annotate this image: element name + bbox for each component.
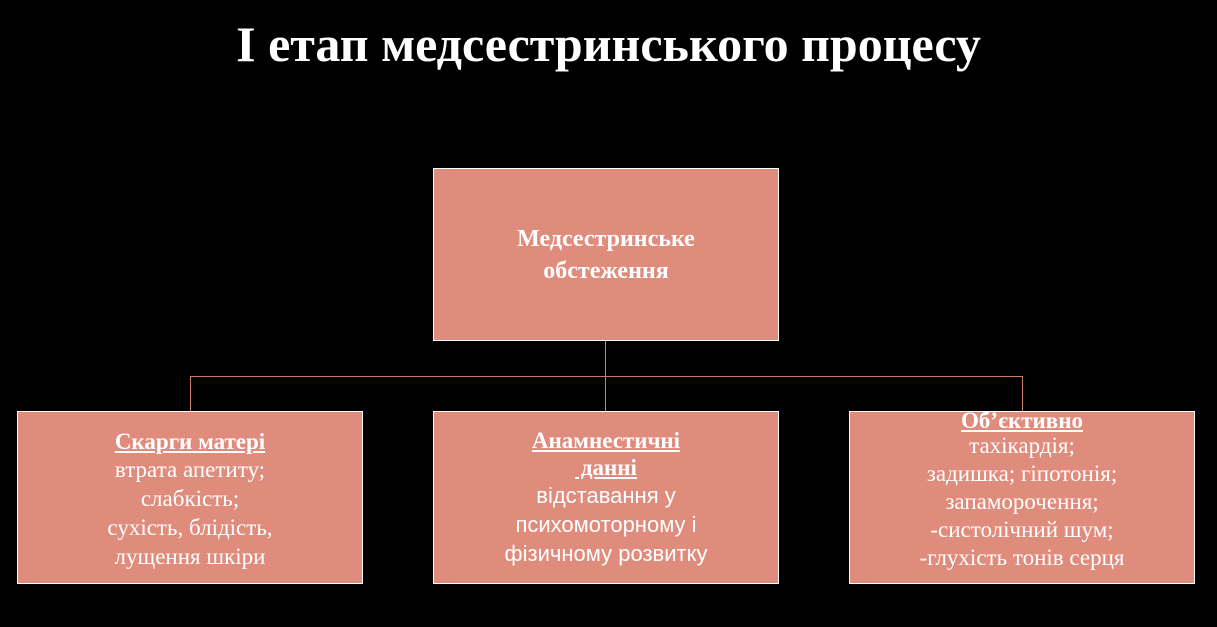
child-node-mother-complaints: Скарги матері втрата апетиту; слабкість;… <box>17 411 363 584</box>
node-heading: Анамнестичні <box>531 428 681 453</box>
child-node-anamnesis-data: Анамнестичні данні відставання у психомо… <box>433 411 779 584</box>
node-line: -глухість тонів серця <box>919 545 1125 570</box>
slide-title: I етап медсестринського процесу <box>236 16 981 72</box>
node-line: -систолічний шум; <box>930 517 1114 542</box>
node-heading: Об’єктивно <box>961 408 1083 433</box>
node-line: відставання у <box>536 483 676 508</box>
node-heading: данні <box>575 455 637 480</box>
child-node-objective-findings: Об’єктивно тахікардія; задишка; гіпотоні… <box>849 408 1195 584</box>
node-line: задишка; гіпотонія; <box>926 461 1118 486</box>
connector-right-drop <box>1022 376 1023 411</box>
connector-root-stem <box>605 341 606 377</box>
connector-horizontal-bar <box>190 376 1023 377</box>
node-line: втрата апетиту; <box>114 457 266 482</box>
node-line: фізичному розвитку <box>504 541 708 566</box>
node-line: лущення шкіри <box>114 544 266 569</box>
connector-left-drop <box>190 376 191 411</box>
node-line: запаморочення; <box>945 489 1099 514</box>
root-node-label: Медсестринське обстеження <box>517 225 695 284</box>
node-line: сухість, блідість, <box>107 515 273 540</box>
node-heading: Скарги матері <box>114 429 266 454</box>
node-line: тахікардія; <box>969 433 1075 458</box>
root-node-nursing-examination: Медсестринське обстеження <box>433 168 779 341</box>
node-line: слабкість; <box>140 486 240 511</box>
connector-middle-drop <box>605 376 606 411</box>
node-line: психомоторному і <box>515 512 697 537</box>
